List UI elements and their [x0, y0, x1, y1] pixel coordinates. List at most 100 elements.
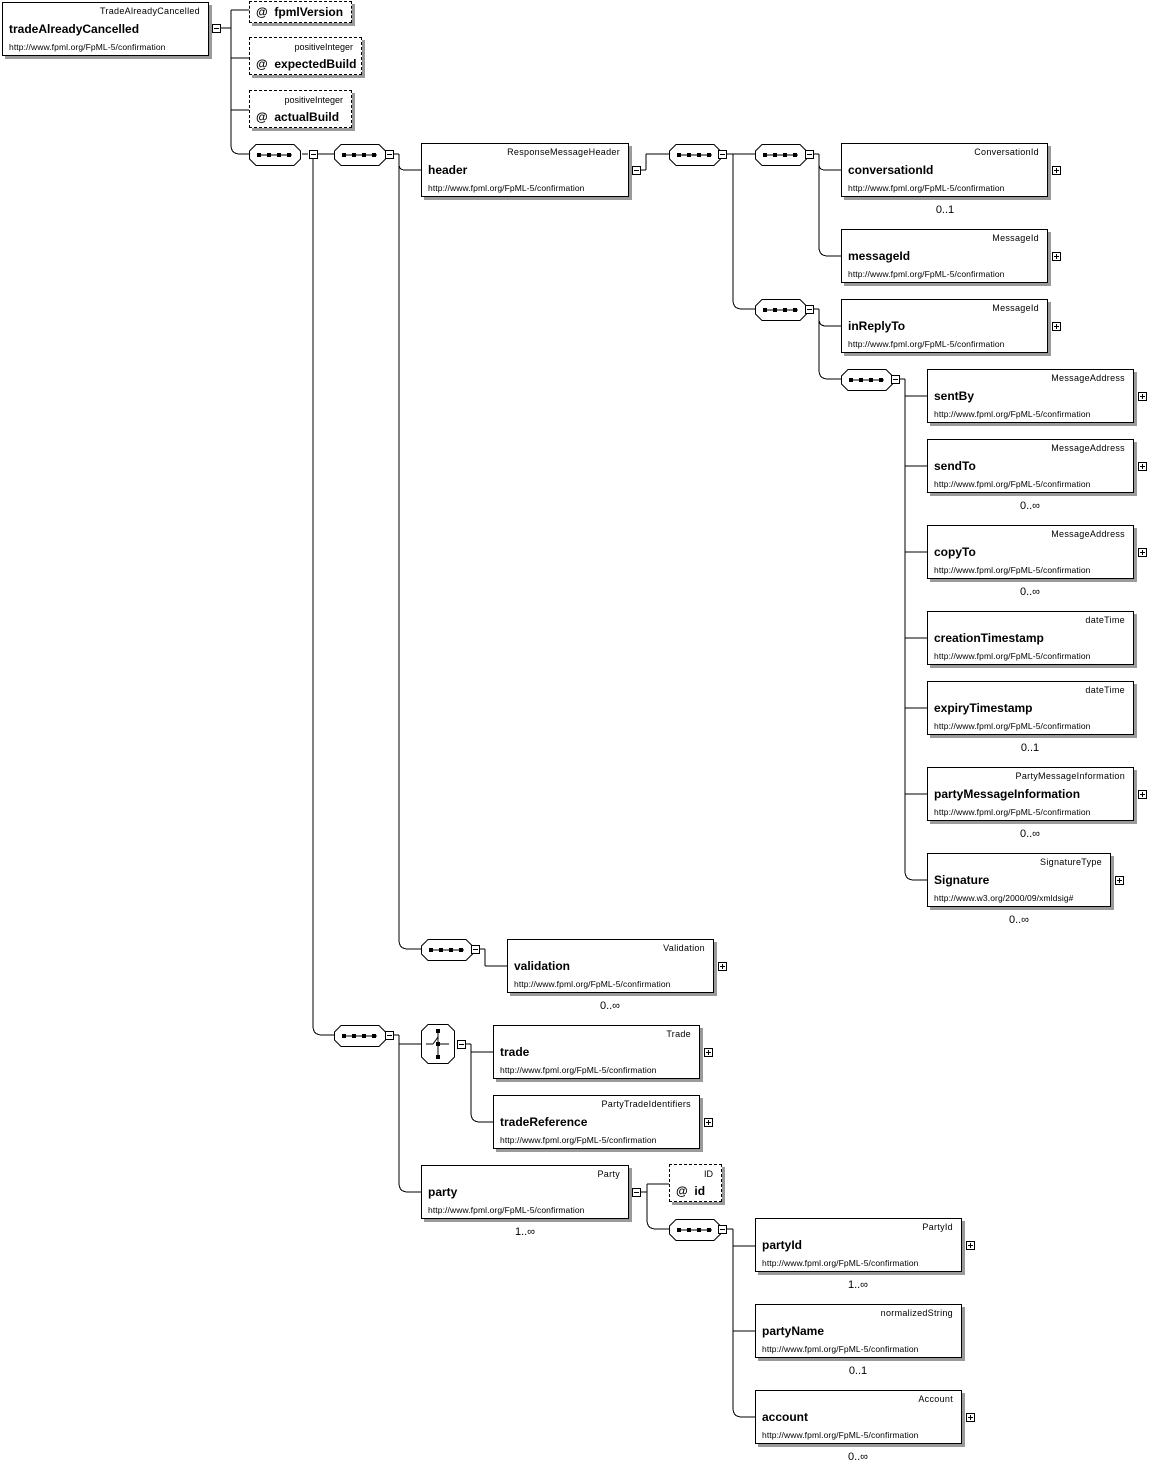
element-validation[interactable]: Validation validation http://www.fpml.or… — [507, 939, 714, 993]
root-element[interactable]: TradeAlreadyCancelled tradeAlreadyCancel… — [2, 2, 209, 56]
element-name: inReplyTo — [848, 319, 906, 333]
element-tradeReference[interactable]: PartyTradeIdentifiers tradeReference htt… — [493, 1095, 700, 1149]
element-creationTimestamp[interactable]: dateTime creationTimestamp http://www.fp… — [927, 611, 1134, 665]
choice-compositor-icon[interactable] — [421, 1024, 455, 1064]
element-type: ResponseMessageHeader — [507, 147, 620, 157]
sequence-compositor-icon[interactable] — [334, 144, 386, 166]
element-name: trade — [500, 1045, 530, 1059]
collapse-toggle[interactable] — [457, 1040, 466, 1049]
expand-toggle[interactable] — [1138, 548, 1147, 557]
element-type: MessageId — [992, 233, 1039, 243]
cardinality: 0..∞ — [1019, 500, 1041, 512]
expand-toggle[interactable] — [704, 1118, 713, 1127]
cardinality: 1..∞ — [514, 1226, 536, 1238]
element-type: SignatureType — [1040, 857, 1102, 867]
element-namespace: http://www.fpml.org/FpML-5/confirmation — [428, 1205, 585, 1215]
element-namespace: http://www.fpml.org/FpML-5/confirmation — [934, 565, 1091, 575]
element-namespace: http://www.fpml.org/FpML-5/confirmation — [848, 183, 1005, 193]
expand-toggle[interactable] — [1052, 252, 1061, 261]
element-type: PartyTradeIdentifiers — [601, 1099, 691, 1109]
element-type: MessageId — [992, 303, 1039, 313]
collapse-toggle[interactable] — [212, 24, 221, 33]
element-inReplyTo[interactable]: MessageId inReplyTo http://www.fpml.org/… — [841, 299, 1048, 353]
collapse-toggle[interactable] — [805, 305, 814, 314]
attribute-actualBuild[interactable]: positiveInteger @ actualBuild — [249, 90, 352, 128]
element-name: party — [428, 1185, 458, 1199]
expand-toggle[interactable] — [1052, 322, 1061, 331]
collapse-toggle[interactable] — [632, 166, 641, 175]
collapse-toggle[interactable] — [385, 150, 394, 159]
expand-toggle[interactable] — [718, 962, 727, 971]
collapse-toggle[interactable] — [891, 375, 900, 384]
sequence-compositor-icon[interactable] — [841, 369, 893, 391]
attribute-type: positiveInteger — [284, 95, 343, 105]
element-partyMessageInformation[interactable]: PartyMessageInformation partyMessageInfo… — [927, 767, 1134, 821]
element-namespace: http://www.fpml.org/FpML-5/confirmation — [762, 1258, 919, 1268]
element-name: header — [428, 163, 468, 177]
element-partyId[interactable]: PartyId partyId http://www.fpml.org/FpML… — [755, 1218, 962, 1272]
element-type: PartyMessageInformation — [1015, 771, 1125, 781]
attribute-expectedBuild[interactable]: positiveInteger @ expectedBuild — [249, 37, 362, 75]
attribute-label: @ expectedBuild — [256, 57, 357, 71]
collapse-toggle[interactable] — [805, 150, 814, 159]
element-header[interactable]: ResponseMessageHeader header http://www.… — [421, 143, 629, 197]
at-icon: @ — [676, 1184, 688, 1198]
element-namespace: http://www.fpml.org/FpML-5/confirmation — [428, 183, 585, 193]
element-type: dateTime — [1085, 615, 1125, 625]
expand-toggle[interactable] — [1052, 166, 1061, 175]
expand-toggle[interactable] — [966, 1413, 975, 1422]
expand-toggle[interactable] — [966, 1241, 975, 1250]
expand-toggle[interactable] — [1138, 392, 1147, 401]
element-name: partyMessageInformation — [934, 787, 1081, 801]
attribute-id[interactable]: ID @ id — [669, 1164, 722, 1202]
expand-toggle[interactable] — [1138, 462, 1147, 471]
at-icon: @ — [256, 57, 268, 71]
element-copyTo[interactable]: MessageAddress copyTo http://www.fpml.or… — [927, 525, 1134, 579]
expand-toggle[interactable] — [704, 1048, 713, 1057]
collapse-toggle[interactable] — [385, 1031, 394, 1040]
sequence-compositor-icon[interactable] — [421, 939, 473, 961]
element-sendTo[interactable]: MessageAddress sendTo http://www.fpml.or… — [927, 439, 1134, 493]
collapse-toggle[interactable] — [632, 1188, 641, 1197]
collapse-toggle[interactable] — [718, 150, 727, 159]
element-name: account — [762, 1410, 809, 1424]
attribute-fpmlVersion[interactable]: @ fpmlVersion — [249, 1, 352, 23]
element-namespace: http://www.fpml.org/FpML-5/confirmation — [500, 1065, 657, 1075]
sequence-compositor-icon[interactable] — [669, 144, 721, 166]
element-signature[interactable]: SignatureType Signature http://www.w3.or… — [927, 853, 1111, 907]
expand-toggle[interactable] — [1115, 876, 1124, 885]
element-namespace: http://www.fpml.org/FpML-5/confirmation — [848, 339, 1005, 349]
attribute-label: @ id — [676, 1184, 706, 1198]
element-name: sentBy — [934, 389, 975, 403]
sequence-compositor-icon[interactable] — [755, 299, 807, 321]
attribute-type: positiveInteger — [294, 42, 353, 52]
cardinality: 0..∞ — [1019, 586, 1041, 598]
element-expiryTimestamp[interactable]: dateTime expiryTimestamp http://www.fpml… — [927, 681, 1134, 735]
element-conversationId[interactable]: ConversationId conversationId http://www… — [841, 143, 1048, 197]
element-type: MessageAddress — [1051, 529, 1125, 539]
sequence-compositor-icon[interactable] — [669, 1219, 721, 1241]
expand-toggle[interactable] — [1138, 790, 1147, 799]
element-namespace: http://www.fpml.org/FpML-5/confirmation — [514, 979, 671, 989]
cardinality: 0..∞ — [847, 1451, 869, 1463]
element-trade[interactable]: Trade trade http://www.fpml.org/FpML-5/c… — [493, 1025, 700, 1079]
collapse-toggle[interactable] — [309, 150, 318, 159]
element-sentBy[interactable]: MessageAddress sentBy http://www.fpml.or… — [927, 369, 1134, 423]
sequence-compositor-icon[interactable] — [334, 1025, 386, 1047]
cardinality: 0..1 — [935, 204, 955, 216]
collapse-toggle[interactable] — [718, 1225, 727, 1234]
element-party[interactable]: Party party http://www.fpml.org/FpML-5/c… — [421, 1165, 629, 1219]
element-account[interactable]: Account account http://www.fpml.org/FpML… — [755, 1390, 962, 1444]
sequence-compositor-icon[interactable] — [755, 144, 807, 166]
element-messageId[interactable]: MessageId messageId http://www.fpml.org/… — [841, 229, 1048, 283]
element-name: Signature — [934, 873, 990, 887]
element-partyName[interactable]: normalizedString partyName http://www.fp… — [755, 1304, 962, 1358]
element-type: MessageAddress — [1051, 443, 1125, 453]
sequence-compositor-icon[interactable] — [249, 144, 301, 166]
attribute-label: @ actualBuild — [256, 110, 340, 124]
collapse-toggle[interactable] — [471, 945, 480, 954]
element-name: tradeAlreadyCancelled — [9, 22, 140, 36]
element-type: ConversationId — [974, 147, 1039, 157]
element-type: Account — [918, 1394, 953, 1404]
element-name: validation — [514, 959, 571, 973]
